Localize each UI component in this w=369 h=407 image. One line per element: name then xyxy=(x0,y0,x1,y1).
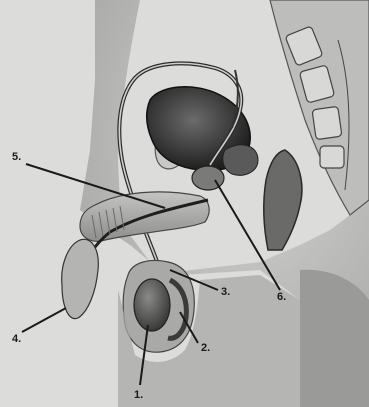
buttock-region xyxy=(300,270,369,407)
label-4: 4. xyxy=(12,334,21,345)
label-2: 2. xyxy=(201,343,210,354)
testis xyxy=(134,279,170,331)
label-5: 5. xyxy=(12,152,21,163)
label-1: 1. xyxy=(134,390,143,401)
label-3: 3. xyxy=(221,287,230,298)
label-6: 6. xyxy=(277,292,286,303)
seminal-vesicle xyxy=(223,145,258,175)
